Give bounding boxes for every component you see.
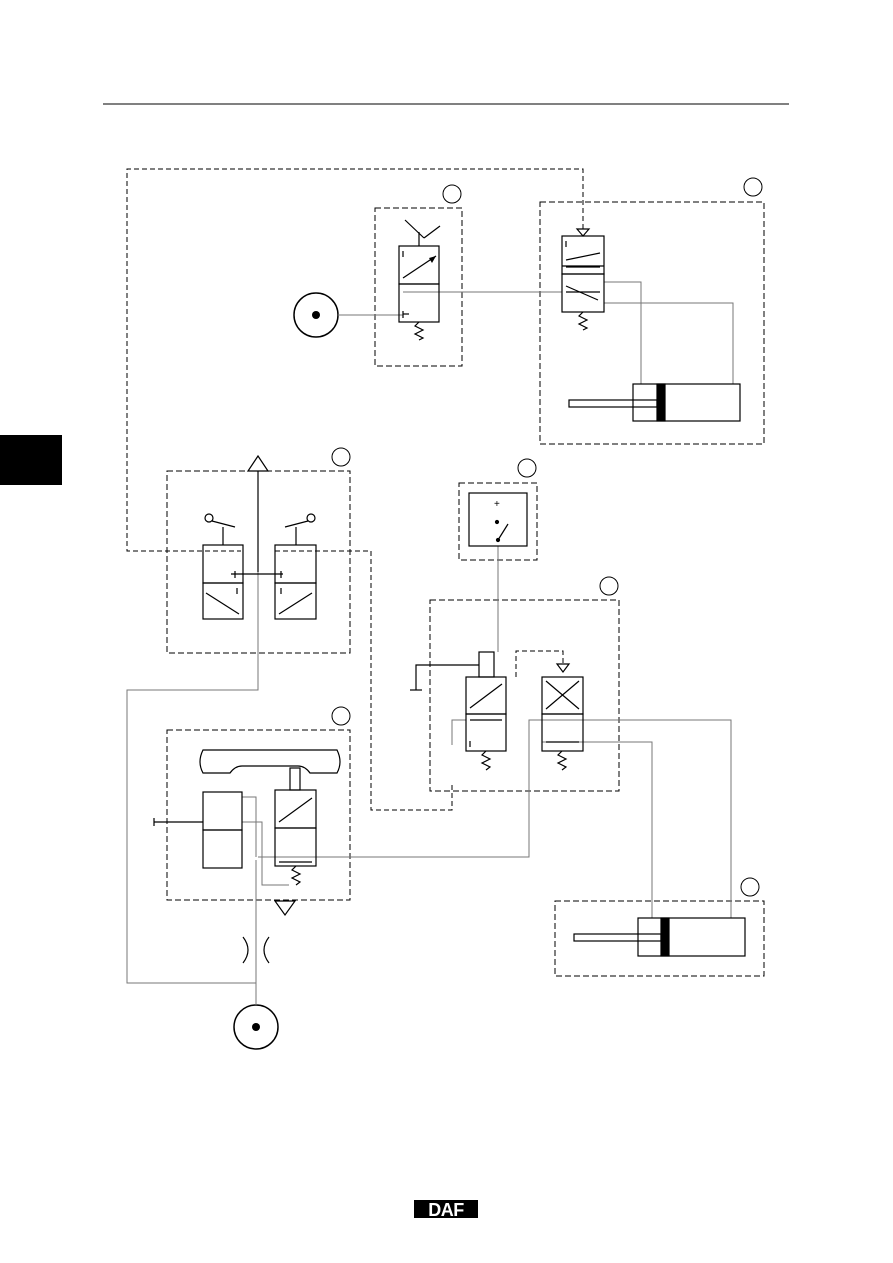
relay-valve-bottom [541, 713, 584, 752]
pilot-line-solenoid [515, 650, 564, 677]
daf-logo: DAF [414, 1200, 478, 1220]
component-boundaries [166, 201, 765, 977]
exhaust-triangle-top [246, 454, 270, 472]
restrictor-left [242, 936, 249, 964]
hand-valve-right-lever [284, 520, 309, 528]
double-hand-valve [202, 454, 317, 620]
switch-contact-bottom [495, 537, 501, 543]
boundary-solenoid-valves [429, 599, 620, 792]
pedal-lever [404, 219, 425, 239]
pedal-valve-body-top [398, 245, 440, 285]
pedal-lever-tip [423, 225, 441, 239]
pilot-triangle [575, 228, 591, 237]
pilot-line-middle [275, 550, 453, 811]
cylinder-valve-spring [577, 311, 589, 331]
pipe-gearbox-to-solenoid-right [258, 719, 732, 918]
switch-box [468, 492, 528, 547]
gearbox-valve-left-bottom [202, 829, 243, 869]
cylinder-top-piston [656, 383, 666, 422]
pipe-solenoid-left-to-gearbox [451, 719, 466, 745]
cylinder-top-rod [568, 399, 658, 408]
hand-valve-left-knob [204, 513, 214, 523]
cylinder-bottom [573, 917, 746, 957]
hand-valve-left-bottom [202, 582, 244, 620]
pipe-cylinder-valve-to-cylinder-a [604, 281, 642, 384]
switch-contact-top [494, 519, 500, 525]
cylinder-bottom-body [637, 917, 746, 957]
hand-valve-right-arrow [278, 592, 313, 615]
solenoid-valve-arrow [469, 683, 503, 709]
electric-switch: + [468, 492, 528, 547]
boundary-cylinder-top [539, 201, 765, 445]
solenoid-valve-right [541, 663, 584, 771]
boundary-valve-top [374, 207, 463, 367]
number-circle [442, 184, 462, 204]
component-number-circles [331, 177, 763, 897]
gearbox-valve-right-top [274, 789, 317, 829]
cylinder-bottom-rod [573, 933, 662, 942]
air-supply-top [293, 292, 339, 338]
hand-valve-right-knob [306, 513, 316, 523]
solenoid-coil [478, 651, 495, 678]
hand-valve-left-lever [211, 520, 236, 528]
cylinder-top-body [632, 383, 741, 422]
gearbox-valve-left-top [202, 791, 243, 831]
gearbox-valve [153, 749, 341, 917]
pilot-lines [126, 168, 584, 811]
gearbox-valve-arrow [278, 797, 313, 823]
pedal-valve-spring [413, 321, 425, 341]
number-circle [599, 576, 619, 596]
cylinder-bottom-piston [660, 917, 670, 957]
boundary-cylinder-bottom [554, 900, 765, 977]
cylinder-valve-top [561, 228, 605, 331]
restrictor-right [263, 936, 270, 964]
cylinder-valve-arrow-4 [565, 285, 599, 301]
boundary-gearbox-valve [166, 729, 351, 901]
number-circle [743, 177, 763, 197]
pipe-double-valve-exhaust [126, 572, 259, 984]
solenoid-valve-left [410, 651, 507, 771]
solenoid-ground-wire [415, 664, 479, 690]
pilot-line-top [126, 168, 584, 552]
hand-valve-left-arrow [205, 592, 240, 615]
switch-plus-label: + [494, 499, 500, 510]
pipe-gearbox-right-valve [242, 796, 257, 857]
switch-blade [497, 523, 509, 541]
restrictor [242, 936, 270, 964]
solenoid-spring [480, 750, 492, 771]
number-circle [517, 458, 537, 478]
air-supply-bottom-dot [252, 1023, 260, 1031]
air-supply-top-dot [312, 311, 320, 319]
exhaust-triangle-bottom [273, 900, 297, 917]
daf-logo-background [414, 1200, 478, 1218]
pedal-valve-arrowhead [429, 256, 436, 263]
air-supply-bottom [233, 1004, 279, 1050]
pipe-cylinder-valve-to-cylinder-b [604, 302, 734, 384]
gearbox-plunger [289, 767, 301, 791]
gearbox-valve-right-bottom [274, 827, 317, 867]
gearbox-shaft [199, 749, 341, 774]
cylinder-top [568, 383, 741, 422]
daf-logo-text: DAF [428, 1200, 464, 1220]
section-tab [0, 435, 62, 485]
cylinder-valve-arrow-1 [565, 252, 601, 261]
gearbox-spring [290, 865, 302, 886]
pipe-gearbox-internal [242, 821, 289, 886]
number-circle [331, 447, 351, 467]
hand-valve-right-bottom [274, 582, 317, 620]
number-circle [740, 877, 760, 897]
pilot-triangle-2 [555, 663, 571, 673]
pipe-solenoid-right-to-cylinder [542, 741, 653, 918]
number-circle [331, 706, 351, 726]
pedal-valve-body-bottom [398, 283, 440, 323]
relay-valve-cross-b [545, 680, 580, 710]
cylinder-valve-body-top [561, 235, 605, 275]
pedal-valve [398, 219, 441, 341]
relay-spring [556, 750, 568, 771]
